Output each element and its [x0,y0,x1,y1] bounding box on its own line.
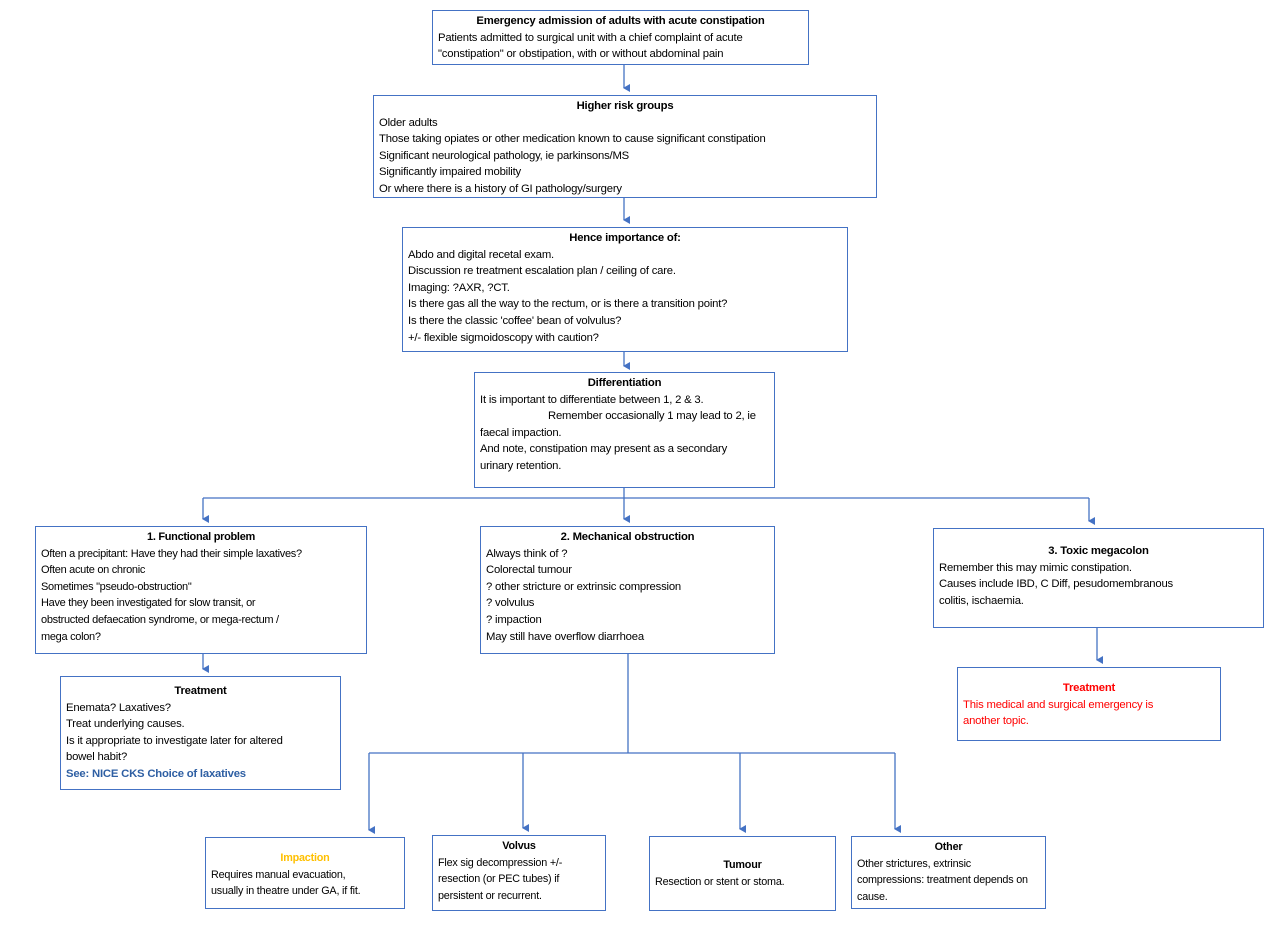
box-line: Imaging: ?AXR, ?CT. [408,281,510,294]
box-line: usually in theatre under GA, if fit. [211,885,361,898]
box-title: Higher risk groups [576,100,674,112]
admission-box: Emergency admission of adults with acute… [432,10,809,65]
box-line: obstructed defaecation syndrome, or mega… [41,613,279,626]
box-line: ? other stricture or extrinsic compressi… [486,580,682,593]
mechanical-obstruction-box: 2. Mechanical obstruction Always think o… [480,526,775,654]
box-line: This medical and surgical emergency is [963,698,1154,711]
box-line: Causes include IBD, C Diff, pesudomembra… [939,578,1173,591]
box-title: 3. Toxic megacolon [1048,545,1149,557]
box-line: Requires manual evacuation, [211,868,346,881]
box-title: Impaction [280,852,330,864]
box-title: Hence importance of: [569,232,681,244]
box-line: Older adults [379,116,438,129]
box-line: colitis, ischaemia. [939,594,1024,607]
other-box: Other Other strictures, extrinsic compre… [851,836,1046,909]
box-line: Resection or stent or stoma. [655,875,785,888]
box-line: Other strictures, extrinsic [857,857,971,870]
box-line: "constipation" or obstipation, with or w… [438,48,724,61]
box-line: Have they been investigated for slow tra… [41,597,256,610]
box-title: 1. Functional problem [147,531,255,543]
box-line: Discussion re treatment escalation plan … [408,265,676,278]
box-title: Volvus [502,840,536,852]
box-title: Treatment [174,685,227,697]
box-line: +/- flexible sigmoidoscopy with caution? [408,331,599,344]
functional-treatment-box: Treatment Enemata? Laxatives? Treat unde… [60,676,341,790]
box-line: Flex sig decompression +/- [438,856,563,869]
box-line: Enemata? Laxatives? [66,701,171,714]
volvus-box: Volvus Flex sig decompression +/- resect… [432,835,606,911]
tumour-box: Tumour Resection or stent or stoma. [649,836,836,911]
toxic-megacolon-box: 3. Toxic megacolon Remember this may mim… [933,528,1264,628]
box-line: Or where there is a history of GI pathol… [379,182,622,195]
box-line: Sometimes "pseudo-obstruction" [41,580,192,593]
impaction-box: Impaction Requires manual evacuation, us… [205,837,405,909]
risk-groups-box: Higher risk groups Older adults Those ta… [373,95,877,198]
box-title: Emergency admission of adults with acute… [476,15,765,27]
box-line: Remember this may mimic constipation. [939,561,1132,574]
importance-box: Hence importance of: Abdo and digital re… [402,227,848,352]
box-title: 2. Mechanical obstruction [560,531,695,543]
box-line: resection (or PEC tubes) if [438,873,560,886]
toxic-treatment-box: Treatment This medical and surgical emer… [957,667,1221,741]
box-line: ? volvulus [486,597,535,610]
box-line: another topic. [963,715,1029,728]
box-line: urinary retention. [480,459,562,472]
box-line: Significant neurological pathology, ie p… [379,149,629,162]
box-line: persistent or recurrent. [438,889,542,902]
box-line: compressions: treatment depends on [857,874,1028,887]
box-title: Differentiation [587,377,662,389]
box-title: Tumour [723,859,762,871]
box-line: Patients admitted to surgical unit with … [438,31,743,44]
box-line: bowel habit? [66,751,128,764]
box-line: Always think of ? [486,547,568,560]
box-line: It is important to differentiate between… [480,393,704,406]
nice-cks-laxatives-link[interactable]: See: NICE CKS Choice of laxatives [66,767,246,780]
box-line: And note, constipation may present as a … [480,443,728,456]
box-line: Abdo and digital recetal exam. [408,248,554,261]
box-line: mega colon? [41,630,101,643]
box-line: faecal impaction. [480,426,562,439]
box-title: Treatment [1062,682,1116,694]
box-line: ? impaction [486,613,542,626]
box-line: Is there gas all the way to the rectum, … [408,298,728,311]
functional-problem-box: 1. Functional problem Often a precipitan… [35,526,367,654]
box-line: May still have overflow diarrhoea [486,630,644,643]
box-line: cause. [857,890,888,903]
differentiation-box: Differentiation It is important to diffe… [474,372,775,488]
box-line: Colorectal tumour [486,564,572,577]
box-title: Other [934,841,963,853]
box-line: Is it appropriate to investigate later f… [66,734,283,747]
box-line: Those taking opiates or other medication… [379,133,766,146]
box-line: Significantly impaired mobility [379,166,521,179]
box-line: Treat underlying causes. [66,718,185,731]
box-line: Is there the classic 'coffee' bean of vo… [408,314,622,327]
box-line: Often a precipitant: Have they had their… [41,547,302,560]
box-line: Often acute on chronic [41,564,146,577]
box-line: Remember occasionally 1 may lead to 2, i… [548,410,756,423]
